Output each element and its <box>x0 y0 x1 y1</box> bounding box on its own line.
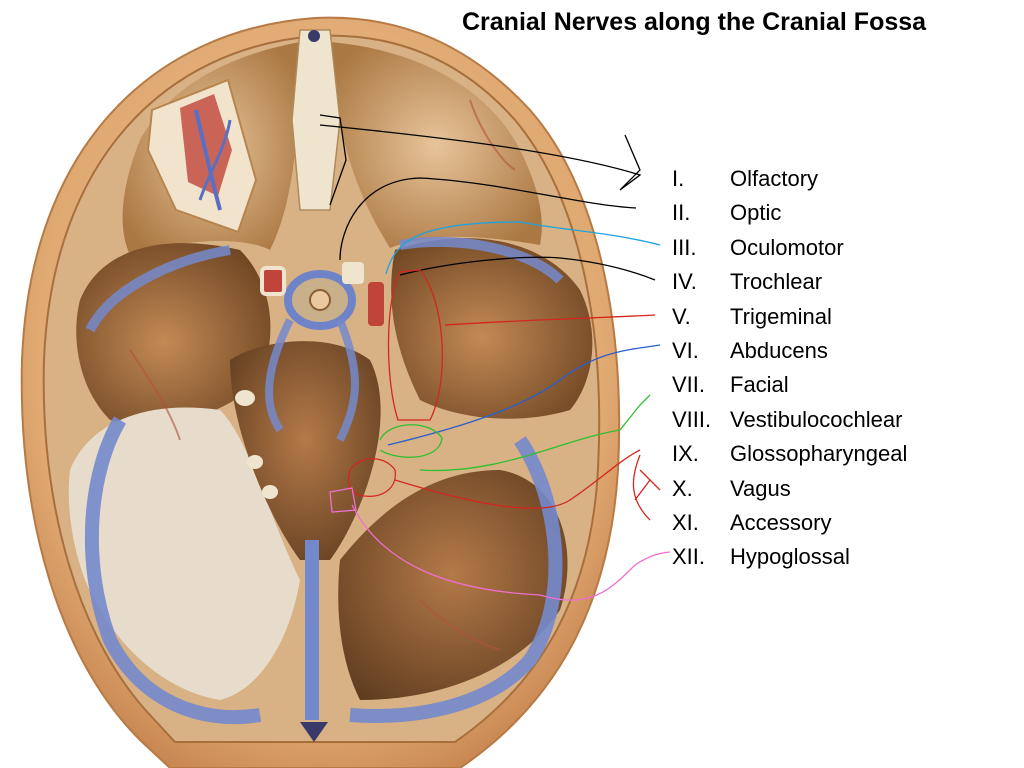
anterior-fossa-right <box>330 42 542 248</box>
glossopharyngeal-vagus-accessory-leader <box>347 449 661 521</box>
list-item: II. Optic <box>672 198 907 232</box>
nerve-numeral: XI. <box>672 509 699 535</box>
list-item: III. Oculomotor <box>672 233 907 267</box>
trigeminal-leader <box>387 269 656 421</box>
nerve-name: Glossopharyngeal <box>730 441 908 467</box>
nerve-numeral: II. <box>672 200 691 226</box>
nerve-name: Accessory <box>730 509 832 535</box>
nerve-name: Abducens <box>730 337 828 363</box>
posterior-fossa-left <box>68 407 301 700</box>
list-item: I. Olfactory <box>672 164 907 198</box>
nerve-name: Vestibulocochlear <box>730 406 903 432</box>
list-item: X. Vagus <box>672 474 907 508</box>
nerve-leader-lines <box>319 114 671 601</box>
nerve-numeral: VII. <box>672 372 706 398</box>
trochlear-leader <box>399 256 656 281</box>
nerve-numeral: I. <box>672 166 685 191</box>
nerve-name: Facial <box>730 372 789 398</box>
crista-galli <box>291 29 341 211</box>
list-item: XI. Accessory <box>672 508 907 542</box>
nerve-name: Trochlear <box>730 269 823 295</box>
cranial-nerve-list: I. Olfactory II. Optic III. Oculomotor IV. T… <box>672 164 907 577</box>
nerve-numeral: VIII. <box>672 406 712 432</box>
list-item: VIII. Vestibulocochlear <box>672 405 907 439</box>
nerve-numeral: IV. <box>672 269 697 295</box>
list-item: IV. Trochlear <box>672 267 907 301</box>
list-item: XII. Hypoglossal <box>672 542 907 576</box>
nerve-name: Vagus <box>730 475 791 501</box>
list-item: VII. Facial <box>672 370 907 404</box>
abducens-leader <box>387 344 661 446</box>
hypoglossal-leader <box>329 487 671 601</box>
nerve-numeral: III. <box>672 234 697 260</box>
posterior-fossa-right <box>338 470 568 700</box>
list-item: V. Trigeminal <box>672 302 907 336</box>
transverse-sinus <box>84 416 262 725</box>
oculomotor-leader <box>385 221 661 275</box>
list-item: VI. Abducens <box>672 336 907 370</box>
nerve-name: Optic <box>730 200 782 226</box>
page-title: Cranial Nerves along the Cranial Fossa <box>462 8 927 36</box>
nerve-name: Trigeminal <box>730 303 832 329</box>
nerve-name: Oculomotor <box>730 234 844 260</box>
olfactory-leader <box>319 114 642 206</box>
nerve-numeral: VI. <box>672 337 699 363</box>
vestibulocochlear-leader <box>379 394 651 472</box>
nerve-name: Hypoglossal <box>730 544 850 570</box>
nerve-numeral: X. <box>672 475 693 501</box>
nerve-numeral: XII. <box>672 544 706 570</box>
nerve-name: Olfactory <box>730 166 819 191</box>
nerve-numeral: IX. <box>672 441 699 467</box>
optic-leader <box>339 177 637 261</box>
list-item: IX. Glossopharyngeal <box>672 439 907 473</box>
nerve-numeral: V. <box>672 303 691 329</box>
